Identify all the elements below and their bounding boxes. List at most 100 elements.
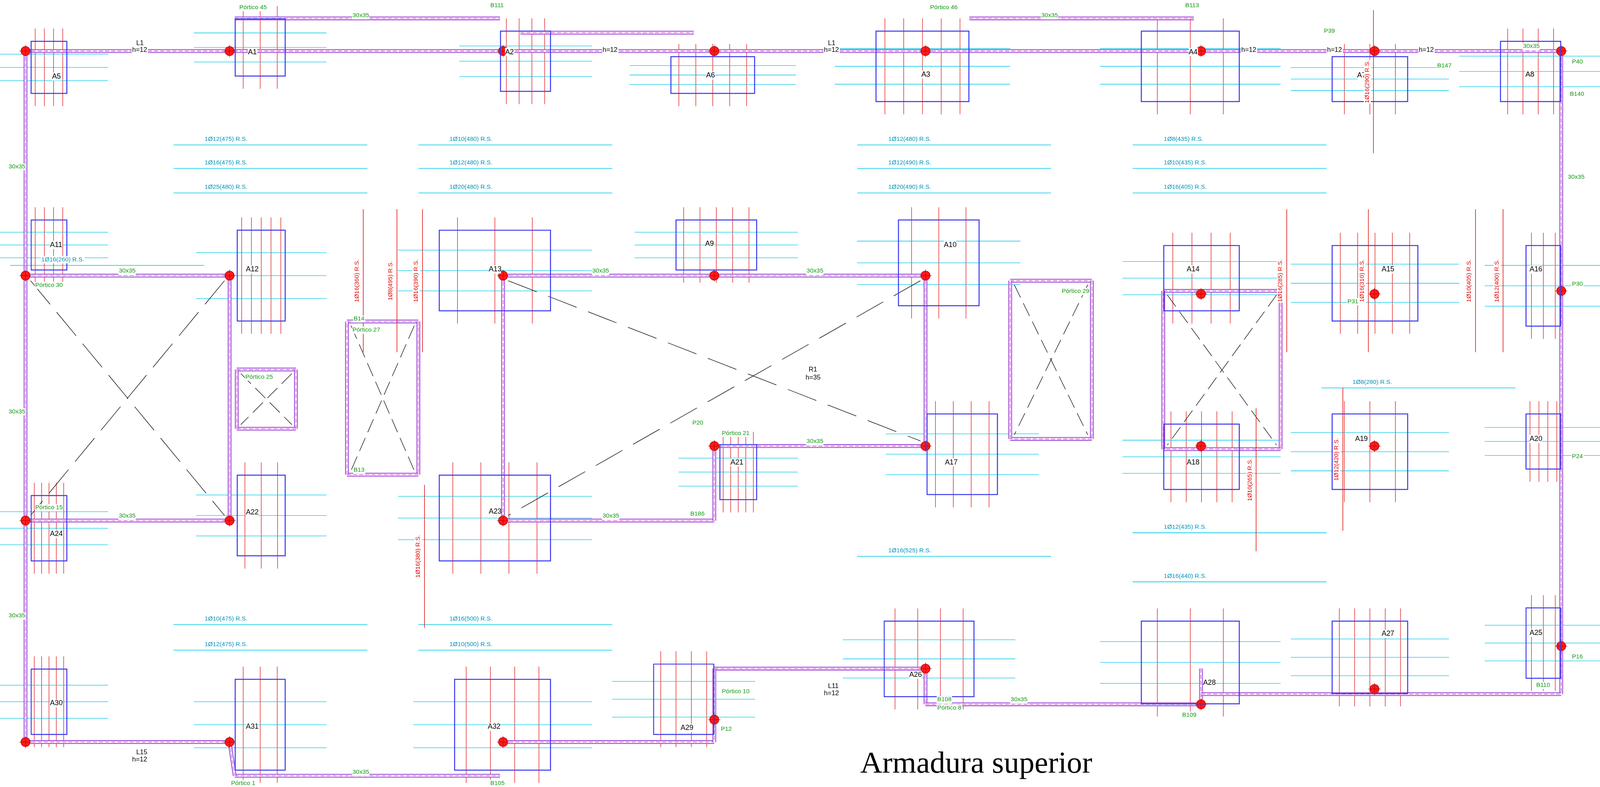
rebar-line	[634, 257, 799, 258]
slab-label: h=12	[823, 45, 840, 54]
footing-box: A19	[1331, 413, 1409, 490]
footing-box: A20	[1525, 413, 1562, 470]
beam	[969, 17, 1195, 20]
beam	[1010, 437, 1093, 440]
rebar-line	[413, 747, 593, 748]
slab-diagonal	[30, 280, 225, 516]
rebar-line	[413, 724, 593, 725]
rebar-line	[459, 61, 592, 62]
rebar-line	[1290, 470, 1449, 471]
footing-box: A12	[236, 229, 286, 322]
beam-label: Pórtico 45	[238, 3, 268, 12]
beam-label: 30x35	[602, 512, 620, 520]
rebar-line	[193, 47, 327, 48]
beam	[23, 51, 28, 743]
beam	[1559, 51, 1563, 694]
beam	[520, 31, 694, 34]
beam-label: 30x35	[118, 512, 137, 520]
rebar-line	[10, 264, 205, 266]
beam-axis	[418, 321, 419, 475]
beam-axis	[714, 445, 926, 447]
pillar-axis	[1200, 287, 1202, 301]
footing-box: A9	[675, 219, 758, 271]
beam-axis	[1560, 51, 1562, 694]
rebar-label: 1Ø12(475) R.S.	[203, 640, 248, 648]
slab-label: h=12	[1240, 45, 1257, 54]
beam-label: 30x35	[351, 768, 370, 776]
footing-box: A32	[454, 678, 552, 771]
rebar-line	[459, 76, 592, 77]
rebar-line	[1459, 55, 1600, 57]
pillar-axis	[925, 45, 926, 58]
rebar-line	[0, 527, 109, 529]
rebar-line	[413, 701, 593, 702]
rebar-line	[634, 231, 799, 233]
footing-box: A5	[30, 40, 68, 94]
beam-label: 30x35	[1010, 695, 1028, 704]
beam-label: Pórtico 46	[929, 3, 959, 12]
slab-label: L11	[827, 681, 840, 690]
beam-label: P20	[691, 419, 704, 427]
footing-label: A30	[49, 699, 63, 708]
footing-box: A10	[898, 219, 980, 307]
slab-diagonal	[508, 280, 921, 441]
beam-axis	[713, 446, 715, 521]
pillar-axis	[502, 45, 504, 58]
rebar-line	[1484, 264, 1600, 266]
rebar-line	[397, 517, 592, 518]
slab-diagonal	[351, 325, 415, 471]
footing-label: A31	[245, 722, 259, 731]
slab-diagonal	[240, 373, 293, 425]
rebar-line	[397, 495, 592, 497]
beam-label: Pórtico 29	[1061, 287, 1091, 295]
beam	[712, 446, 717, 521]
rebar-line	[1122, 261, 1281, 262]
rebar-line	[1321, 387, 1516, 389]
beam	[236, 367, 296, 372]
rebar-line	[173, 649, 368, 651]
rebar-line	[1290, 263, 1460, 265]
beam	[24, 51, 27, 743]
beam-axis	[236, 369, 296, 370]
footing-label: A32	[487, 722, 501, 731]
beam-label: 30x35	[805, 437, 824, 445]
pillar-axis	[714, 439, 715, 453]
rebar-line	[173, 624, 368, 626]
pillar-axis	[1374, 682, 1375, 696]
footing-box: A6	[670, 56, 755, 95]
beam	[345, 321, 348, 475]
beam-label: B147	[1436, 62, 1452, 70]
rebar-line	[612, 716, 755, 718]
rebar-label: 1Ø16(380) R.S.	[414, 534, 423, 579]
rebar-line	[1484, 624, 1600, 626]
footing-label: A19	[1355, 434, 1368, 443]
rebar-label: 1Ø16(500) R.S.	[448, 615, 493, 623]
beam	[227, 275, 232, 521]
beam-axis	[236, 428, 296, 429]
slab-diagonal	[1014, 284, 1088, 435]
footing-label: A21	[730, 458, 744, 467]
rebar-line	[195, 494, 327, 496]
rebar-line	[612, 698, 755, 700]
pillar-axis	[714, 269, 715, 282]
beam	[520, 30, 694, 35]
beam-axis	[714, 668, 926, 670]
rebar-line	[418, 649, 613, 651]
rebar-label: 1Ø10(475) R.S.	[203, 615, 248, 623]
rebar-line	[0, 717, 109, 719]
footing-label: A22	[245, 508, 259, 517]
footing-box: A29	[653, 663, 715, 735]
beam-label: B13	[353, 466, 366, 474]
footing-label: A13	[488, 265, 502, 274]
footing-box: A26	[883, 620, 975, 698]
rebar-label: 1Ø8(495) R.S.	[387, 260, 395, 302]
beam-label: 30x35	[7, 612, 26, 620]
rebar-label: 1Ø16(525) R.S.	[887, 547, 932, 555]
beam-label: B14	[353, 315, 366, 323]
rebar-line	[418, 167, 613, 169]
rebar-line	[418, 192, 613, 194]
footing-label: A14	[1186, 265, 1200, 274]
beam	[1009, 280, 1012, 439]
